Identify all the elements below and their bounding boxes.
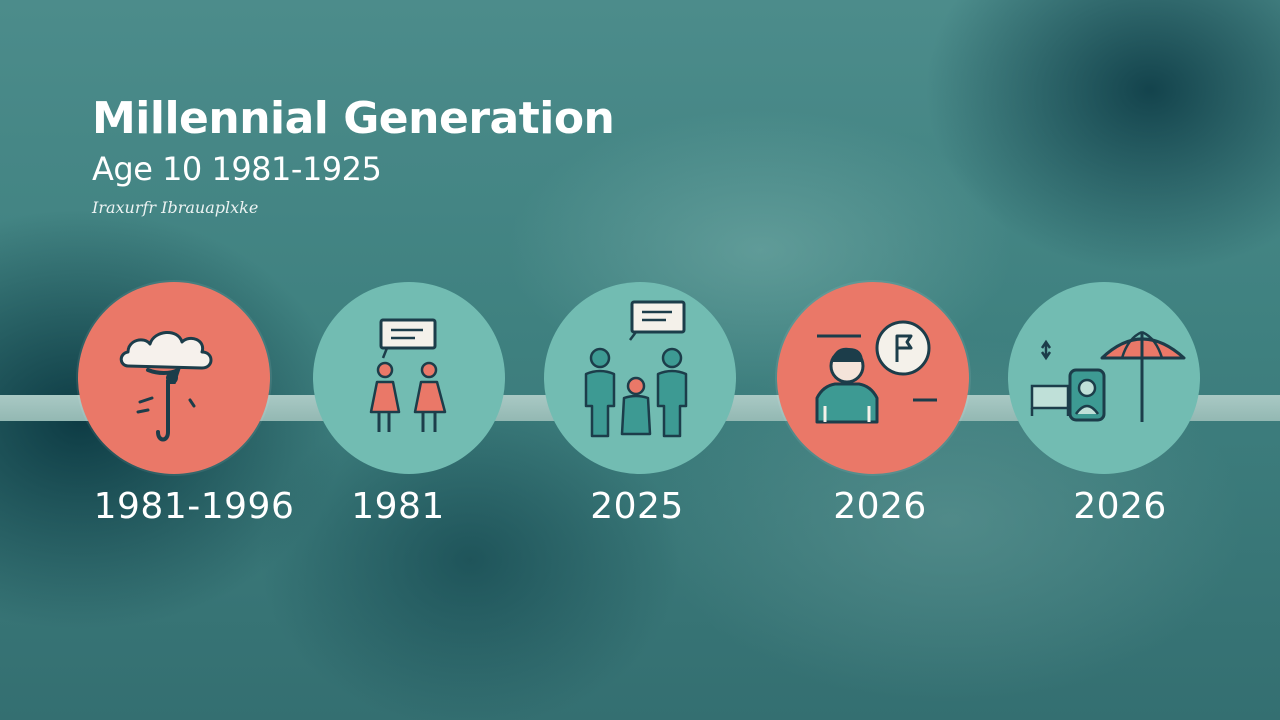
timeline-label-5: 2026 (1073, 486, 1167, 527)
timeline-label-4: 2026 (833, 486, 927, 527)
person-flag-icon (815, 320, 937, 424)
page-subtitle: Age 10 1981-1925 (92, 150, 382, 188)
timeline-node-2 (313, 282, 505, 474)
timeline-node-4 (777, 282, 969, 474)
page-title: Millennial Generation (92, 93, 615, 144)
timeline-node-5 (1008, 282, 1200, 474)
header: Millennial Generation Age 10 1981-1925 I… (92, 90, 615, 218)
timeline-node-3 (544, 282, 736, 474)
timeline-label-1: 1981-1996 (93, 486, 295, 527)
family-speech-icon (584, 300, 688, 438)
timeline-node-1 (78, 282, 270, 474)
timeline-label-3: 2025 (590, 486, 684, 527)
timeline-label-2: 1981 (351, 486, 445, 527)
beach-umbrella-icon (1030, 330, 1186, 422)
couple-speech-icon (369, 318, 447, 432)
cloud-person-icon (119, 331, 213, 442)
handwritten-caption: Iraxurfr Ibrauaplxke (92, 198, 259, 217)
